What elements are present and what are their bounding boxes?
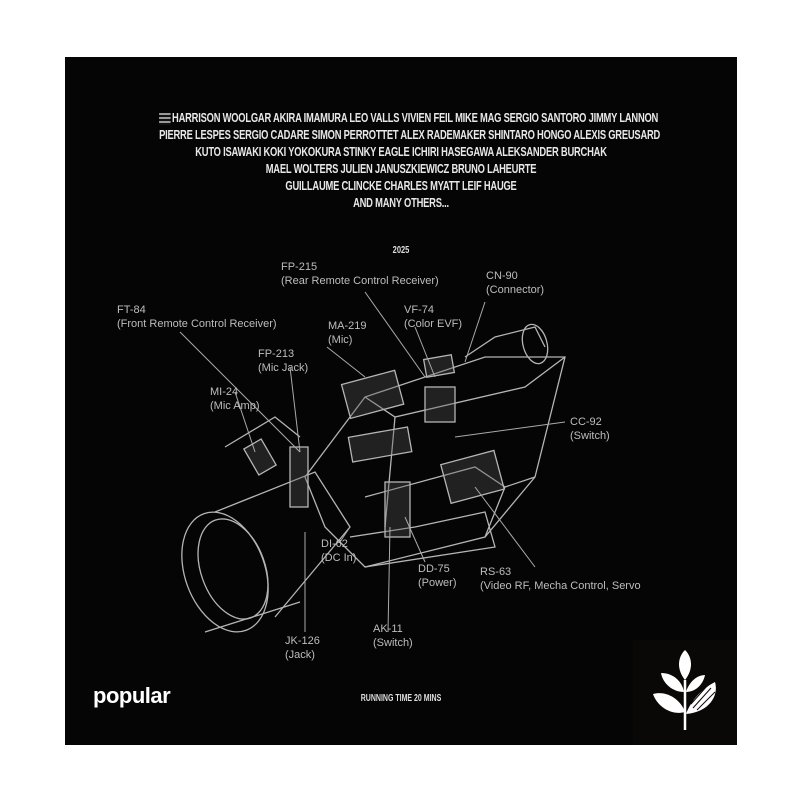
leader-lines — [179, 291, 566, 633]
camera-lens — [181, 471, 351, 633]
credits-line: KUTO ISAWAKI KOKI YOKOKURA STINKY EAGLE … — [195, 144, 607, 159]
credits-line: MAEL WOLTERS JULIEN JANUSZKIEWICZ BRUNO … — [265, 161, 537, 176]
label-di-62: DI-62(DC In) — [321, 538, 357, 564]
small-credit-mark — [159, 112, 171, 125]
credits-line: AND MANY OTHERS... — [353, 195, 449, 210]
running-time: RUNNING TIME 20 MINS — [360, 693, 442, 704]
album-cover: HARRISON WOOLGAR AKIRA IMAMURA LEO VALLS… — [65, 57, 737, 745]
plant-leaf-icon — [653, 650, 716, 730]
label-rs-63: RS-63(Video RF, Mecha Control, Servo — [480, 566, 641, 592]
label-ak-11: AK-11(Switch) — [373, 623, 413, 649]
label-jk-126: JK-126(Jack) — [285, 635, 320, 661]
credits-line: GUILLAUME CLINCKE CHARLES MYATT LEIF HAU… — [285, 178, 517, 193]
credits-line: HARRISON WOOLGAR AKIRA IMAMURA LEO VALLS… — [172, 110, 659, 125]
plant-logo — [633, 640, 737, 745]
label-cc-92: CC-92(Switch) — [570, 416, 610, 442]
credits-line: PIERRE LESPES SERGIO CADARE SIMON PERROT… — [159, 127, 661, 142]
label-mi-24: MI-24(Mic Amp) — [210, 386, 260, 412]
credits-block: HARRISON WOOLGAR AKIRA IMAMURA LEO VALLS… — [159, 109, 661, 211]
label-cn-90: CN-90(Connector) — [486, 270, 545, 296]
label-ft-84: FT-84(Front Remote Control Receiver) — [117, 304, 277, 330]
popular-logo: popular — [93, 683, 171, 708]
camera-body — [224, 323, 566, 568]
label-fp-213: FP-213(Mic Jack) — [258, 348, 309, 374]
year: 2025 — [392, 245, 410, 256]
label-vf-74: VF-74(Color EVF) — [404, 304, 463, 330]
camera-diagram — [179, 291, 566, 633]
label-fp-215: FP-215(Rear Remote Control Receiver) — [281, 261, 439, 287]
label-dd-75: DD-75(Power) — [418, 563, 457, 589]
label-ma-219: MA-219(Mic) — [328, 320, 367, 346]
